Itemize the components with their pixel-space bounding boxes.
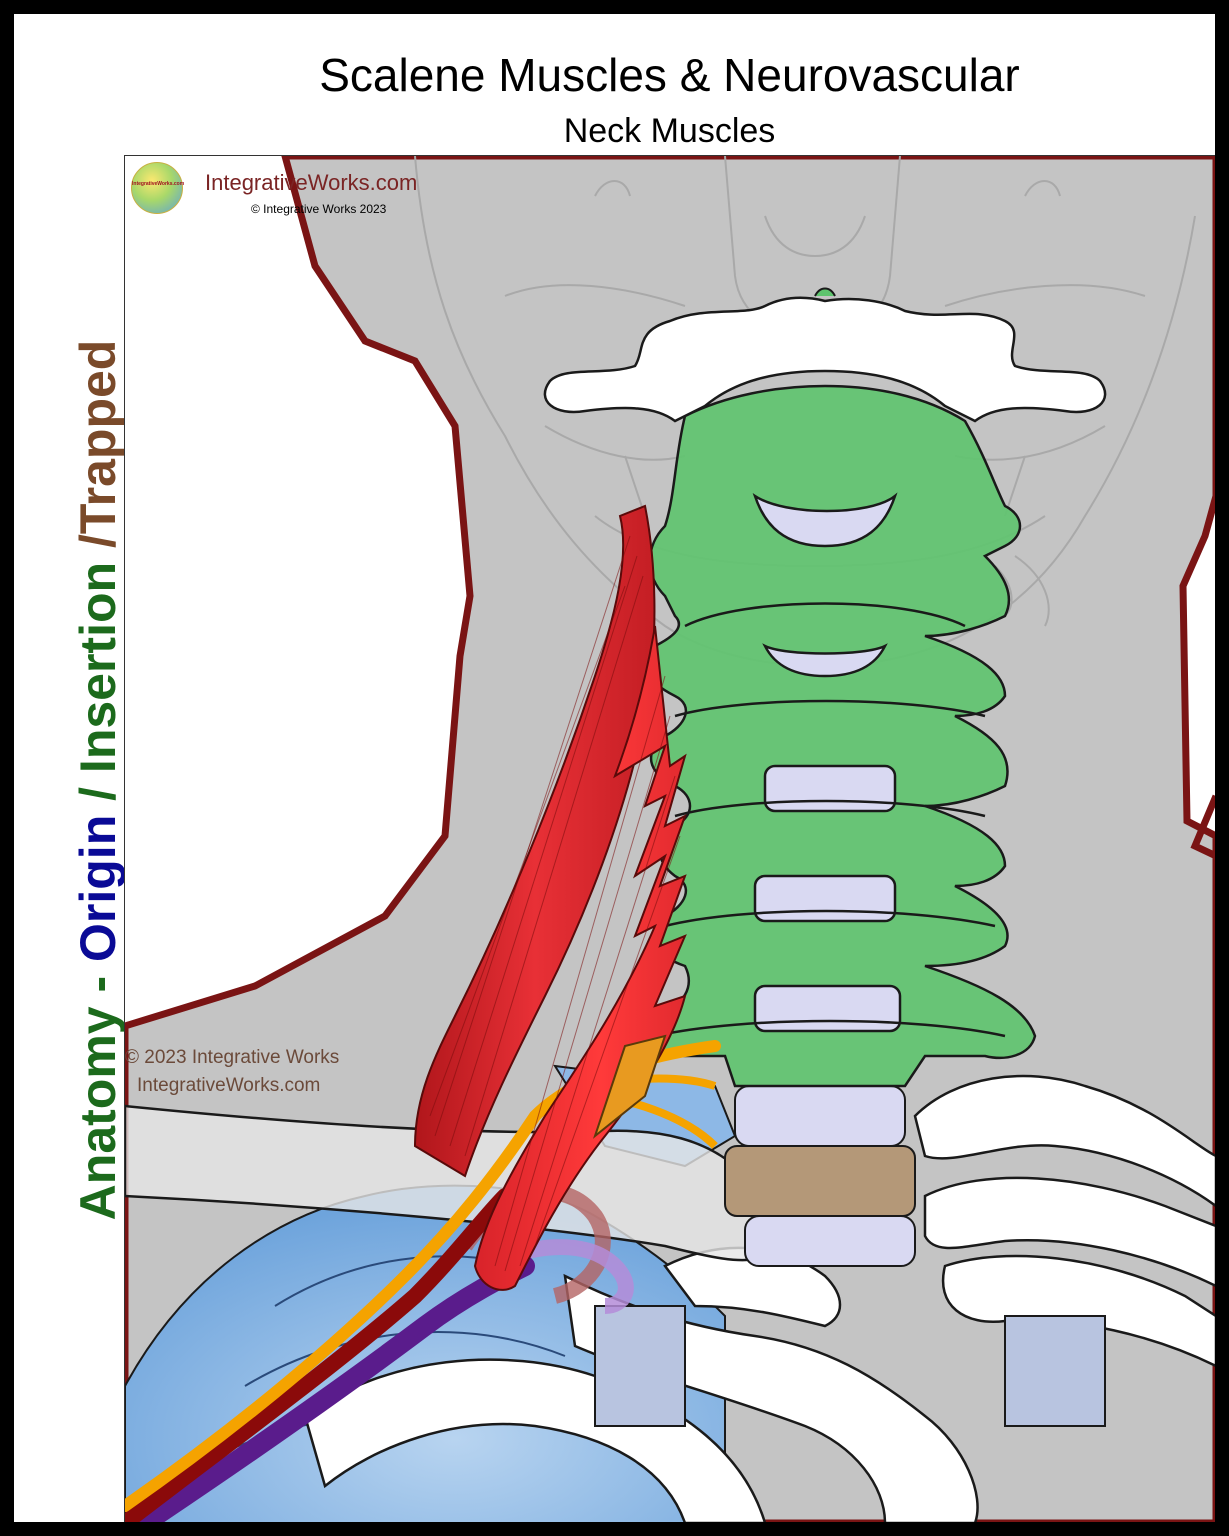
cervical-spine [638, 384, 1037, 1088]
side-label-anatomy: Anatomy - [70, 961, 126, 1221]
brand-copyright: © Integrative Works 2023 [251, 202, 387, 216]
brand-block: IntegrativeWorks.com IntegrativeWorks.co… [131, 162, 551, 232]
ribs [303, 1074, 1215, 1522]
brand-logo-text: IntegrativeWorks.com [132, 181, 185, 187]
brand-name: IntegrativeWorks.com [205, 170, 418, 195]
brand-logo: IntegrativeWorks.com [131, 162, 185, 214]
side-label-insertion: Insertion [70, 561, 126, 774]
side-label-trapped: /Trapped [70, 339, 126, 562]
atlas [543, 296, 1107, 423]
side-label: Anatomy - Origin / Insertion /Trapped [70, 339, 126, 1221]
artery-line [125, 1188, 513, 1522]
page-title: Scalene Muscles & Neurovascular [319, 49, 1020, 101]
watermark-line-2: IntegrativeWorks.com [137, 1075, 321, 1096]
page-subtitle: Neck Muscles [563, 112, 776, 150]
side-label-origin: Origin [70, 814, 126, 962]
watermark-line-1: © 2023 Integrative Works [125, 1047, 340, 1068]
poster: Scalene Muscles & Neurovascular Neck Mus… [14, 14, 1215, 1522]
scalene-muscles [413, 504, 687, 1291]
anatomy-illustration [125, 156, 1215, 1522]
watermark: © 2023 Integrative Works IntegrativeWork… [125, 1044, 375, 1100]
anatomy-diagram: IntegrativeWorks.com IntegrativeWorks.co… [124, 155, 1215, 1522]
side-label-sep: / [70, 773, 126, 815]
